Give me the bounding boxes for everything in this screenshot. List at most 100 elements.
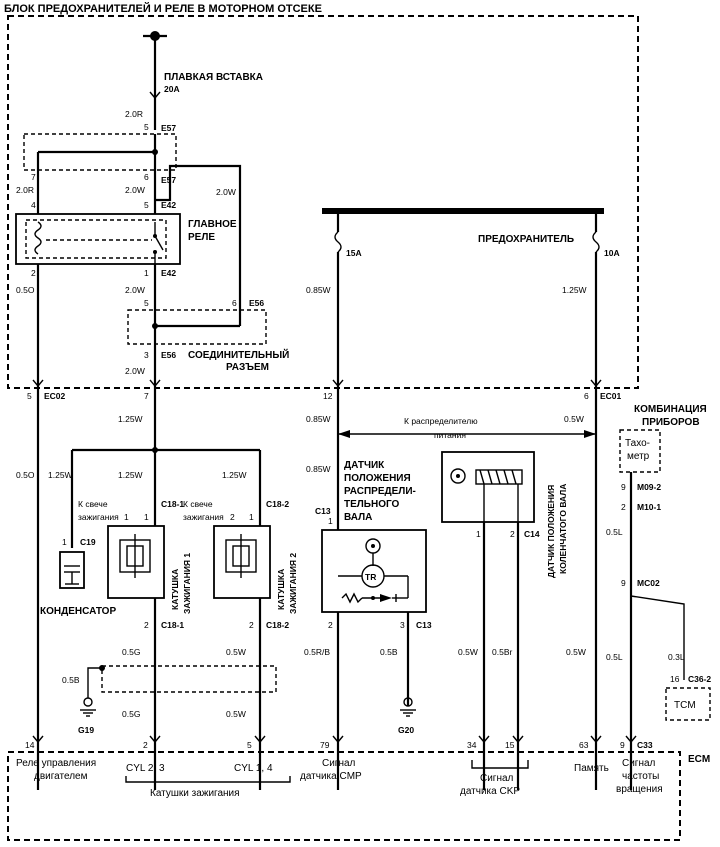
cmp-sensor-label-4: ТЕЛЬНОГО: [344, 499, 400, 510]
e56-label-b: E56: [161, 350, 176, 360]
e42-pin-1: 1: [144, 268, 149, 278]
coil-1-label-2: ЗАЖИГАНИЯ 1: [182, 553, 192, 614]
wire-code-0-5l-a: 0.5L: [606, 527, 623, 537]
e42-pin-4: 4: [31, 200, 36, 210]
m10-pin-2: 2: [621, 502, 626, 512]
wire-code-0-5w-b: 0.5W: [226, 709, 246, 719]
cmp-sensor-label-5: ВАЛА: [344, 512, 372, 523]
e56-pin-5: 5: [144, 298, 149, 308]
ckp-sensor: [441, 451, 535, 523]
coil-2-label-2: ЗАЖИГАНИЯ 2: [288, 553, 298, 614]
plug-label-2-line3: 2: [230, 512, 235, 522]
joint-connector-label-2: РАЗЪЕМ: [226, 362, 269, 373]
e42-pin-2: 2: [31, 268, 36, 278]
ecm-pin-14: 14: [25, 740, 35, 750]
wire-code-0-5o-left: 0.5O: [16, 470, 35, 480]
cmp-sensor-label-1: ДАТЧИК: [344, 460, 385, 471]
e57-junction-block: [23, 133, 177, 171]
wire-code-1-25w-a: 1.25W: [48, 470, 73, 480]
cmp-sensor: [321, 529, 427, 613]
ignition-coil-1: [107, 525, 165, 599]
c33-label: C33: [637, 740, 653, 750]
ecm-label: ECM: [688, 754, 710, 765]
wire-code-0-85w-dist: 0.85W: [306, 414, 331, 424]
ecm-pin-34: 34: [467, 740, 477, 750]
ecm-pin-15: 15: [505, 740, 515, 750]
c18-1-label-bottom: C18-1: [161, 620, 184, 630]
c18-1-label-top: C18-1: [161, 499, 184, 509]
e42-label-b: E42: [161, 268, 176, 278]
ec-pin-12: 12: [323, 391, 333, 401]
fuse-label: ПРЕДОХРАНИТЕЛЬ: [478, 234, 574, 245]
ecm-outline: [7, 751, 681, 841]
e57-label-b: E57: [161, 175, 176, 185]
fusible-link-rating: 20A: [164, 84, 180, 94]
fuse-15a: [334, 211, 342, 790]
distributor-note-1: К распределителю: [404, 416, 478, 426]
wire-code-2-0r-mid: 2.0R: [16, 185, 34, 195]
wire-code-0-85w-cmp: 0.85W: [306, 464, 331, 474]
condenser: [59, 551, 85, 589]
tachometer-box: [619, 429, 661, 473]
distributor-note-2: питания: [434, 430, 466, 440]
tcm-label: TCM: [674, 700, 696, 711]
tcm-box: [665, 687, 711, 721]
joint-connector-block: [127, 309, 267, 345]
wire-code-2-0w-low: 2.0W: [125, 366, 145, 376]
ecm-pin-79: 79: [320, 740, 330, 750]
ground-g19-label: G19: [78, 725, 94, 735]
fuse-15a-rating: 15A: [346, 248, 362, 258]
c18-2-pin-1-top: 1: [249, 512, 254, 522]
wire-code-0-5w-dist: 0.5W: [564, 414, 584, 424]
c14-pin-2: 2: [510, 529, 515, 539]
c13-label-bottom: C13: [416, 620, 432, 630]
cmp-sensor-label-2: ПОЛОЖЕНИЯ: [344, 473, 411, 484]
fusible-link-label: ПЛАВКАЯ ВСТАВКА: [164, 72, 263, 83]
ckp-sensor-label-2: КОЛЕНЧАТОГО ВАЛА: [558, 484, 568, 574]
c18-2-label-top: C18-2: [266, 499, 289, 509]
wire-code-0-5br: 0.5Br: [492, 647, 512, 657]
plug-label-1-line1: К свече: [78, 499, 108, 509]
e57-pin-5: 5: [144, 122, 149, 132]
ec-pin-7: 7: [144, 391, 149, 401]
ground-g19-icon: [80, 697, 96, 717]
wire-code-0-5l-b: 0.5L: [606, 652, 623, 662]
wire-code-1-25w-c: 1.25W: [222, 470, 247, 480]
wire-code-0-5g-b: 0.5G: [122, 709, 140, 719]
fuse-relay-box-title: БЛОК ПРЕДОХРАНИТЕЛЕЙ И РЕЛЕ В МОТОРНОМ О…: [4, 2, 322, 15]
mc02-label: MC02: [637, 578, 660, 588]
wire-code-2-0w-conn: 2.0W: [125, 285, 145, 295]
wire-code-0-5b-g20: 0.5B: [380, 647, 398, 657]
c36-label: C36-2: [688, 674, 711, 684]
condenser-label: КОНДЕНСАТОР: [40, 606, 116, 617]
tr-label: TR: [365, 572, 376, 582]
ecm-cmp-label-1: Сигнал: [322, 758, 356, 769]
e57-pin-7: 7: [31, 172, 36, 182]
c19-label: C19: [80, 537, 96, 547]
shield-junction-block: [101, 665, 277, 693]
ecm-cmp-label-2: датчика CMP: [300, 771, 362, 782]
c19-pin-1: 1: [62, 537, 67, 547]
e57-pin-6: 6: [144, 172, 149, 182]
coil-1-label-1: КАТУШКА: [170, 569, 180, 610]
c14-pin-1: 1: [476, 529, 481, 539]
wire-code-1-25w-b: 1.25W: [118, 470, 143, 480]
wire-code-0-85w-fuse: 0.85W: [306, 285, 331, 295]
coil-2-label-1: КАТУШКА: [276, 569, 286, 610]
wire-code-0-5w-a: 0.5W: [226, 647, 246, 657]
wire-code-0-5w-ckp: 0.5W: [458, 647, 478, 657]
fuse-10a: [592, 211, 600, 790]
e42-label: E42: [161, 200, 176, 210]
ground-g20-label: G20: [398, 725, 414, 735]
wire-code-2-0w-relay: 2.0W: [216, 187, 236, 197]
mc02-pin-9: 9: [621, 578, 626, 588]
c18-2-pin-2-bottom: 2: [249, 620, 254, 630]
ecm-rpm-label-1: Сигнал: [622, 758, 656, 769]
e56-label: E56: [249, 298, 264, 308]
c18-1-pin-1-top: 1: [144, 512, 149, 522]
wire-code-2-0r-top: 2.0R: [125, 109, 143, 119]
plug-label-1-line3: 1: [124, 512, 129, 522]
ecm-pin-arrows: [32, 735, 637, 744]
e56-pin-6: 6: [232, 298, 237, 308]
